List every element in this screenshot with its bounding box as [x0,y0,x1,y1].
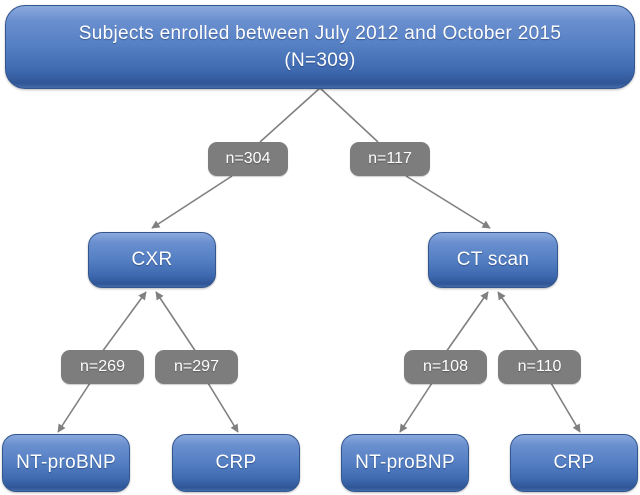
edge-label-n-110-text: n=110 [517,358,562,375]
biomarker-node-cxr-ntprobnp-label: NT-proBNP [16,452,116,473]
biomarker-node-cxr-crp: CRP [172,434,300,492]
edge-n297-to-crp-left [207,382,239,433]
modality-node-cxr: CXR [88,232,216,288]
edge-label-n-269: n=269 [61,350,144,384]
header-node: Subjects enrolled between July 2012 and … [5,5,635,89]
edge-n108-to-ntprobnp-right [399,382,433,433]
edge-n110-to-crp-right [550,382,581,433]
edge-n304-to-cxr [151,175,233,229]
modality-node-cxr-label: CXR [131,249,173,270]
biomarker-node-cxr-crp-label: CRP [215,452,257,473]
biomarker-node-ct-ntprobnp-label: NT-proBNP [355,452,455,473]
biomarker-node-cxr-ntprobnp: NT-proBNP [2,434,130,492]
edge-n110-to-ct [497,291,540,353]
edge-label-n-297: n=297 [155,350,238,384]
edge-label-n-269-text: n=269 [80,358,125,375]
biomarker-node-ct-ntprobnp: NT-proBNP [341,434,469,492]
biomarker-node-ct-crp-label: CRP [553,452,595,473]
modality-node-ct-scan: CT scan [428,232,558,288]
edge-n269-to-cxr [101,291,147,353]
edge-n117-to-ct [405,175,491,229]
header-node-label: Subjects enrolled between July 2012 and … [78,23,562,71]
edge-label-n-108: n=108 [404,350,487,384]
biomarker-node-ct-crp: CRP [510,434,638,492]
edge-header-to-n304 [259,87,321,143]
edge-label-n-297-text: n=297 [174,358,219,375]
edge-label-n-117: n=117 [350,142,430,176]
modality-node-ct-scan-label: CT scan [456,249,530,270]
edge-label-n-108-text: n=108 [423,358,468,375]
edge-n269-to-ntprobnp-left [57,382,91,433]
edge-header-to-n117 [319,87,379,143]
edge-label-n-304: n=304 [208,142,288,176]
edge-n297-to-cxr [155,291,197,353]
edge-n108-to-ct [445,291,489,353]
edge-label-n-117-text: n=117 [368,150,412,167]
edge-label-n-304-text: n=304 [225,150,271,167]
edge-label-n-110: n=110 [498,350,581,384]
